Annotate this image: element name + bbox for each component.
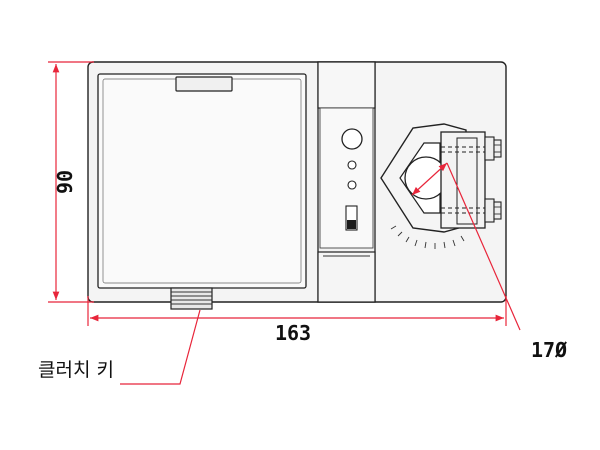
clamp-nut-bottom [484, 198, 502, 223]
slide-switch-icon [345, 205, 358, 231]
control-panel [317, 61, 376, 303]
main-cover-panel [97, 73, 307, 289]
clamp-tick-marks [390, 225, 465, 249]
knob-icon [341, 128, 363, 150]
width-dimension-label: 163 [275, 321, 311, 345]
cover-latch [175, 76, 233, 92]
indicator-led-bottom [347, 180, 357, 190]
clutch-key-knob [170, 287, 213, 310]
indicator-led-top [347, 160, 357, 170]
height-dimension-label: 90 [53, 170, 77, 194]
clutch-key-callout: 클러치 키 [38, 359, 114, 381]
dimension-lines [48, 61, 521, 385]
clamp-nut-top [484, 136, 502, 161]
diameter-dimension-label: 17Ø [531, 338, 567, 362]
